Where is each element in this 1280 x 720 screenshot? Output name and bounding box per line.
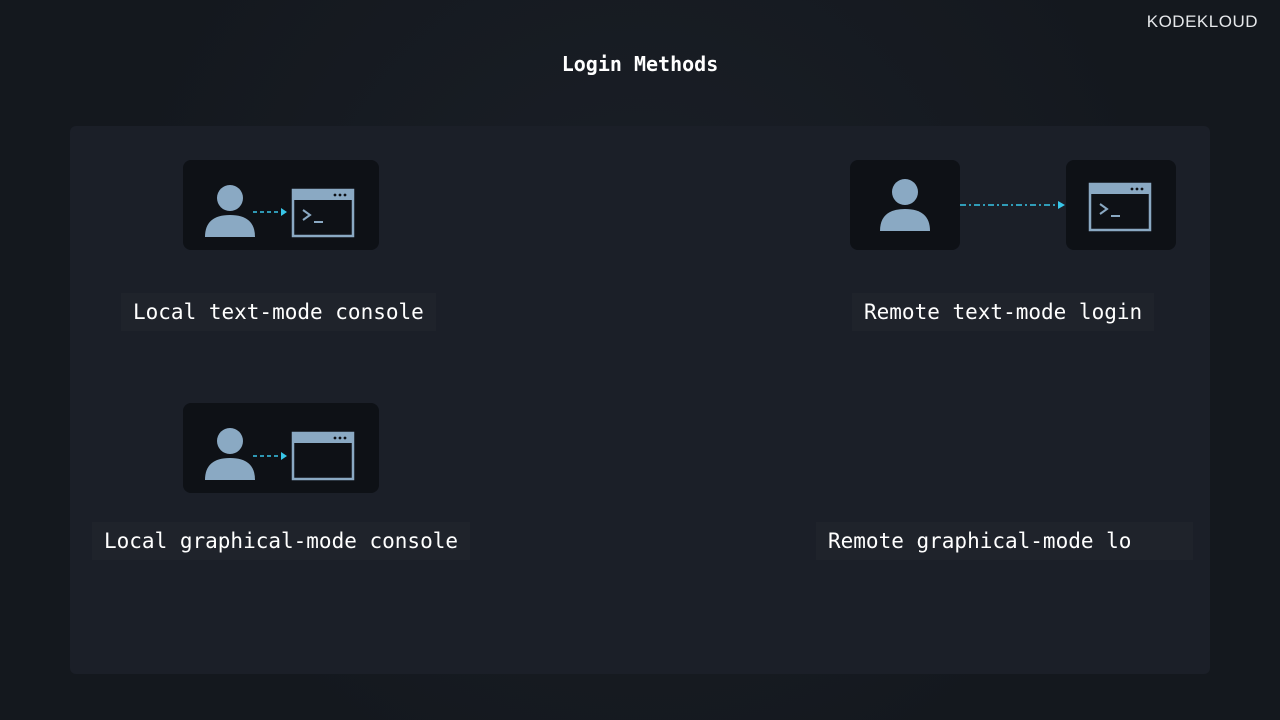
user-icon [205,428,255,480]
user-icon [205,185,255,237]
local-text-mode-card [183,160,379,250]
local-graphical-mode-card [183,403,379,493]
remote-user-card [850,160,960,250]
slide-title: Login Methods [561,52,719,76]
kodekloud-logo: KODEKLOUD [1147,12,1258,32]
local-text-mode-label: Local text-mode console [121,293,436,331]
remote-text-mode-label: Remote text-mode login [852,293,1155,331]
remote-terminal-card [1066,160,1176,250]
user-icon [880,179,930,231]
terminal-window-icon [1088,182,1152,232]
terminal-window-icon [291,188,355,238]
logo-text: KODEKLOUD [1146,12,1258,31]
dashed-arrow-icon [253,208,287,216]
remote-graphical-mode-label: Remote graphical-mode lo [816,522,1193,560]
local-graphical-mode-label: Local graphical-mode console [92,522,471,560]
gui-window-icon [291,431,355,481]
dashed-arrow-icon [253,452,287,460]
remote-dashed-arrow-icon [960,201,1065,209]
